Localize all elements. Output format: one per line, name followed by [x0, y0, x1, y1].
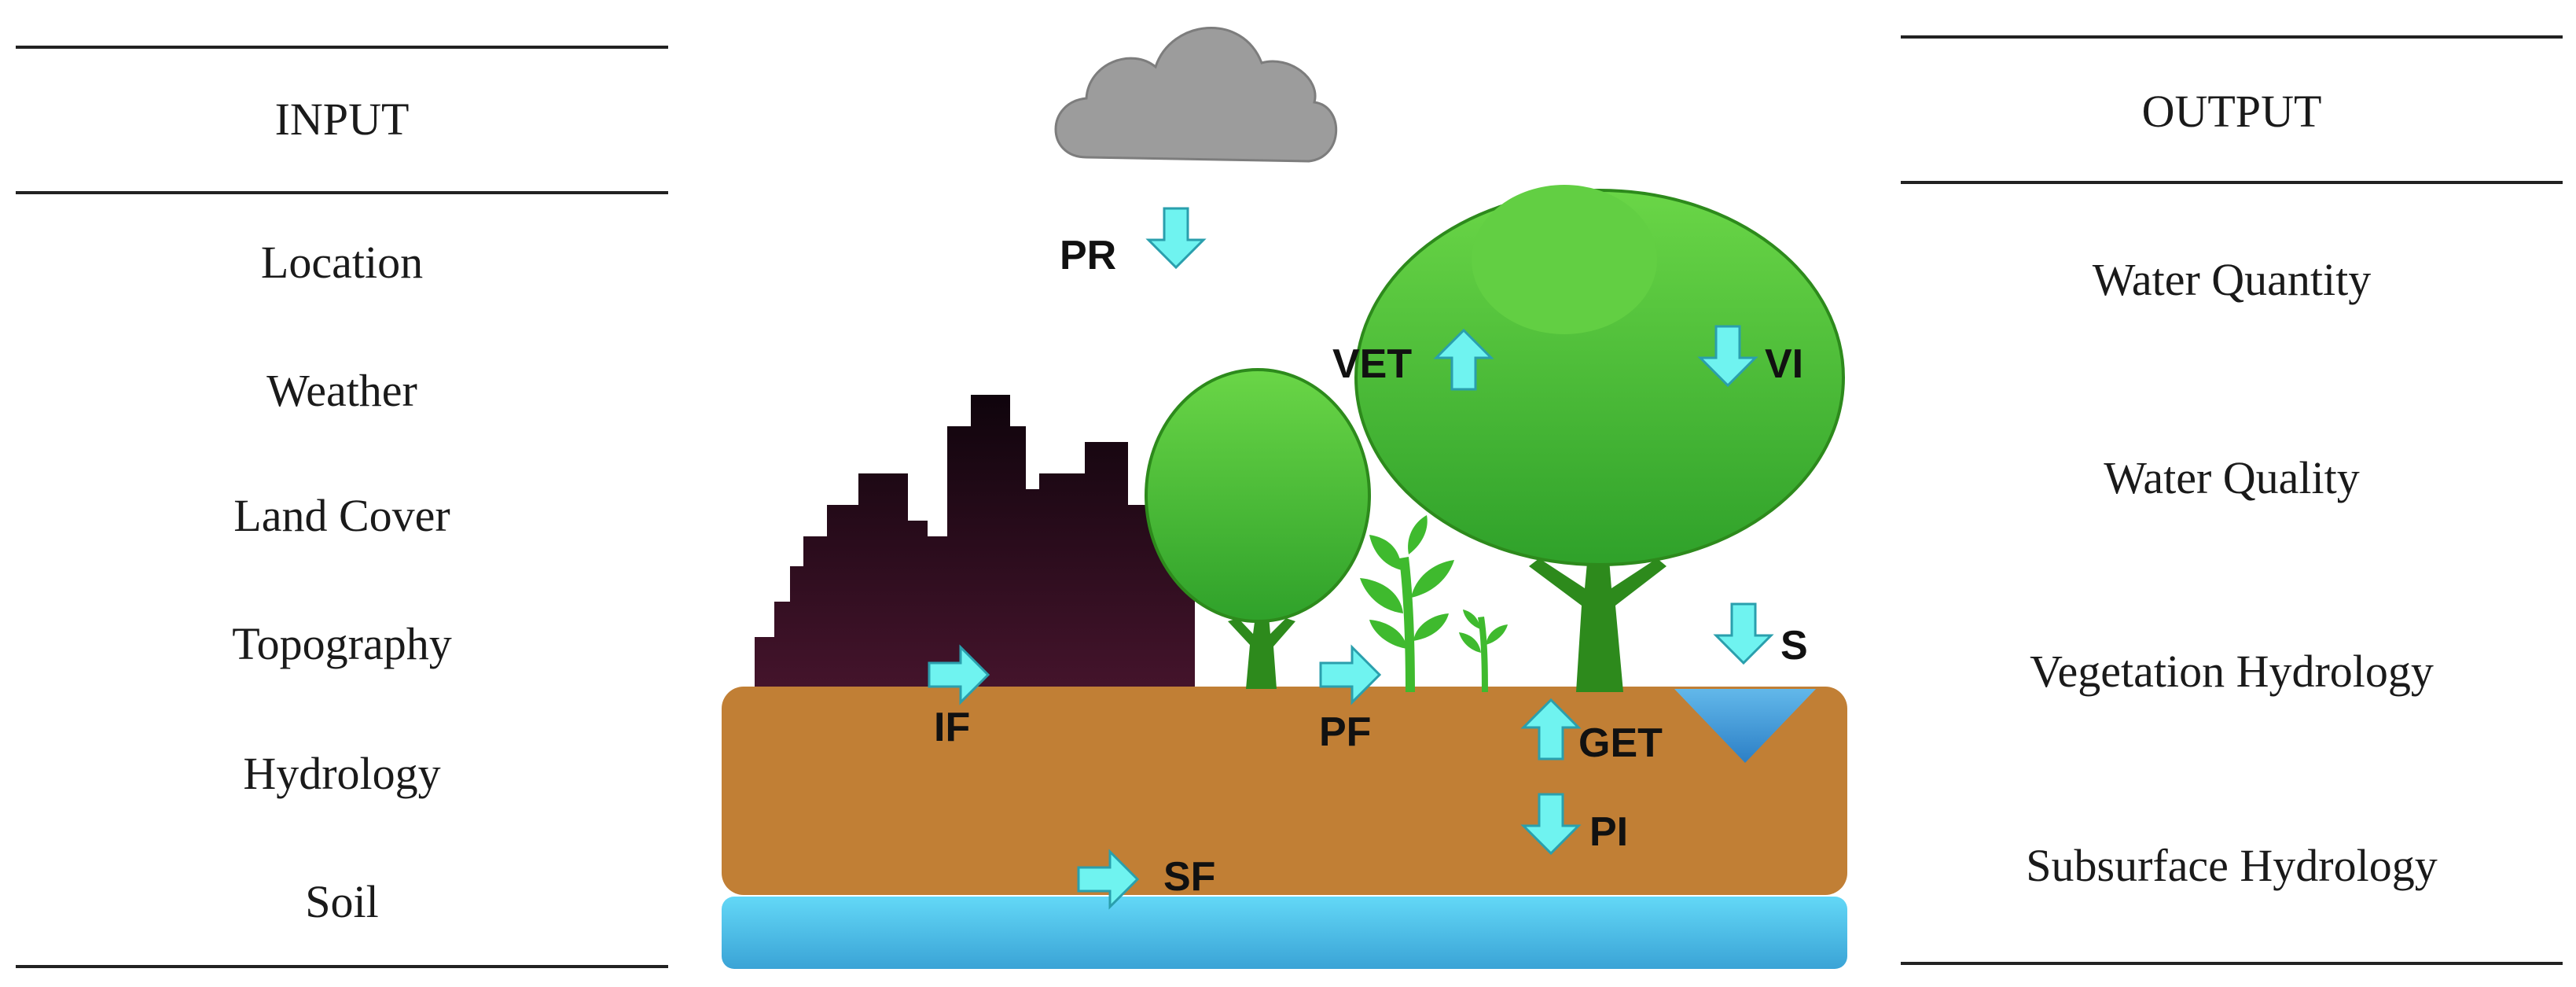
arrow-get-icon [1520, 698, 1582, 761]
output-header-rule [1901, 181, 2563, 184]
city-skyline-icon [755, 395, 1195, 692]
arrow-vet-icon [1433, 328, 1494, 391]
arrow-pi-icon [1520, 793, 1582, 856]
output-item-vegetation-hydrology: Vegetation Hydrology [2030, 646, 2434, 697]
arrow-if-icon [928, 644, 990, 705]
plant-icon [1360, 515, 1454, 692]
output-bottom-rule [1901, 962, 2563, 965]
groundwater-layer [722, 897, 1847, 969]
small-tree-icon [1145, 368, 1371, 689]
arrow-pr-icon [1145, 207, 1207, 270]
input-item-location: Location [260, 237, 424, 288]
input-top-rule [16, 46, 668, 49]
input-item-soil: Soil [305, 876, 379, 927]
label-get: GET [1578, 720, 1663, 766]
input-item-topography: Topography [232, 618, 452, 669]
input-bottom-rule [16, 965, 668, 968]
input-item-land-cover: Land Cover [233, 490, 450, 541]
output-heading: OUTPUT [2141, 86, 2322, 137]
pond-icon [1674, 689, 1816, 763]
label-pf: PF [1319, 709, 1371, 755]
output-item-subsurface-hydrology: Subsurface Hydrology [2026, 840, 2438, 891]
output-item-water-quantity: Water Quantity [2092, 254, 2372, 305]
label-pi: PI [1589, 809, 1628, 855]
arrow-pf-icon [1319, 644, 1382, 705]
label-if: IF [934, 705, 970, 750]
soil-layer [722, 687, 1847, 895]
input-heading: INPUT [274, 94, 410, 145]
input-item-hydrology: Hydrology [243, 748, 441, 799]
arrow-sf-icon [1077, 849, 1140, 910]
label-sf: SF [1163, 854, 1215, 900]
label-vet: VET [1332, 341, 1412, 387]
output-item-water-quality: Water Quality [2104, 452, 2360, 503]
arrow-s-icon [1713, 602, 1774, 665]
label-vi: VI [1765, 341, 1803, 387]
input-panel: INPUT Location Weather Land Cover Topogr… [0, 0, 676, 987]
small-plant-icon [1459, 610, 1508, 692]
output-top-rule [1901, 35, 2563, 39]
label-pr: PR [1060, 233, 1116, 278]
arrow-vi-icon [1697, 325, 1758, 388]
input-item-weather: Weather [266, 365, 417, 416]
label-s: S [1780, 623, 1808, 668]
input-header-rule [16, 191, 668, 194]
large-tree-icon [1354, 185, 1845, 692]
cloud-icon [1054, 26, 1338, 163]
output-panel: OUTPUT Water Quantity Water Quality Vege… [1887, 0, 2576, 987]
